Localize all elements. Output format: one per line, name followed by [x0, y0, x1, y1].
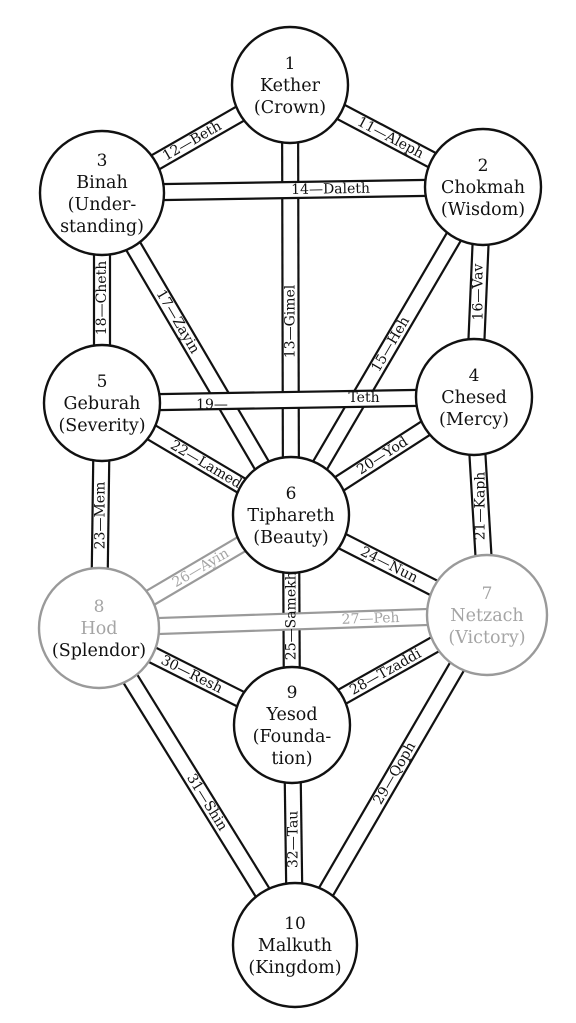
sefira-10-line-1: Malkuth — [258, 936, 332, 956]
path-27-label: 27—Peh — [341, 610, 399, 628]
path-19-label-right: Teth — [348, 390, 379, 406]
sefira-1-number: 1 — [285, 54, 296, 74]
sefira-3-number: 3 — [97, 151, 108, 171]
sefira-4-number: 4 — [469, 366, 480, 386]
sefira-1-line-1: Kether — [260, 76, 321, 96]
sefira-2-number: 2 — [478, 156, 489, 176]
sefira-3-line-1: Binah — [76, 173, 127, 193]
path-23-label: 23—Mem — [93, 482, 109, 550]
sefira-10-circle — [231, 881, 359, 1009]
path-17-channel — [95, 189, 298, 519]
path-25-label: 25—Samekh — [284, 571, 300, 660]
sefira-5-line-2: (Severity) — [58, 416, 145, 436]
path-13-edge-b — [296, 84, 301, 515]
path-27-channel — [98, 607, 488, 636]
path-13-edge-a — [280, 85, 285, 516]
sefira-8-circle — [37, 566, 161, 690]
path-29-edge-b — [300, 618, 495, 950]
path-16-label: 16—Vav — [471, 263, 487, 320]
sefira-5-circle — [42, 343, 162, 463]
path-31-channel — [92, 623, 302, 950]
sefira-9-line-3: tion) — [271, 749, 312, 769]
path-15-edge-b — [296, 190, 491, 520]
sefira-9-line-1: Yesod — [265, 705, 317, 725]
path-29 — [287, 610, 495, 950]
sefira-7-line-1: Netzach — [450, 606, 523, 626]
path-18-label: 18—Cheth — [94, 261, 110, 335]
sefira-4-circle — [414, 337, 534, 457]
sefira-7-line-2: (Victory) — [448, 628, 525, 648]
path-27-edge-b — [99, 621, 488, 638]
sefira-8-line-2: (Splendor) — [52, 641, 146, 661]
sefira-6-circle — [231, 455, 351, 575]
path-15-edge-a — [283, 182, 478, 512]
sefira-8-number: 8 — [94, 597, 105, 617]
path-14-label: 14—Daleth — [291, 181, 370, 198]
path-19 — [101, 387, 475, 413]
path-29-edge-a — [287, 610, 482, 942]
path-27 — [98, 605, 488, 638]
sefira-3-circle — [38, 129, 166, 257]
sefira-9-circle — [232, 665, 352, 785]
sefira-1-line-2: (Crown) — [254, 98, 326, 118]
path-15-channel — [284, 183, 490, 519]
path-14-edge-b — [102, 193, 484, 203]
path-19-edge-b — [102, 403, 475, 413]
sefira-2-circle — [423, 127, 543, 247]
path-27-edge-a — [98, 605, 487, 622]
path-14 — [101, 177, 484, 203]
sefira-3-line-3: standing) — [60, 217, 144, 237]
sefira-2-line-2: (Wisdom) — [441, 200, 525, 220]
sefira-7-circle — [425, 553, 549, 677]
path-14-edge-a — [101, 177, 483, 187]
path-15 — [283, 182, 491, 520]
path-19-label-left: 19— — [196, 397, 228, 413]
sefira-4-line-2: (Mercy) — [439, 410, 509, 430]
path-19-edge-a — [101, 387, 474, 397]
sefira-4-line-1: Chesed — [441, 388, 507, 408]
sefira-9-number: 9 — [287, 683, 298, 703]
sefira-5-number: 5 — [97, 372, 108, 392]
sefira-5-line-1: Geburah — [64, 394, 141, 414]
sefira-2-line-1: Chokmah — [441, 178, 525, 198]
sefira-7-number: 7 — [482, 584, 493, 604]
sefira-8-line-1: Hod — [81, 619, 118, 639]
sefira-10-number: 10 — [284, 914, 306, 934]
path-21-label: 21—Kaph — [473, 472, 489, 541]
path-13-label: 13—Gimel — [283, 284, 299, 358]
sefira-10-line-2: (Kingdom) — [248, 958, 341, 978]
path-29-channel — [288, 611, 494, 949]
sefira-6-line-1: Tiphareth — [247, 506, 334, 526]
path-32-label: 32—Tau — [286, 811, 302, 868]
sefira-6-number: 6 — [286, 484, 297, 504]
paths-layer — [89, 76, 497, 950]
sefira-9-line-2: (Founda- — [253, 727, 332, 747]
sefira-3-line-2: (Under- — [68, 195, 137, 215]
sefira-1-circle — [230, 25, 350, 145]
sefira-6-line-2: (Beauty) — [253, 528, 329, 548]
